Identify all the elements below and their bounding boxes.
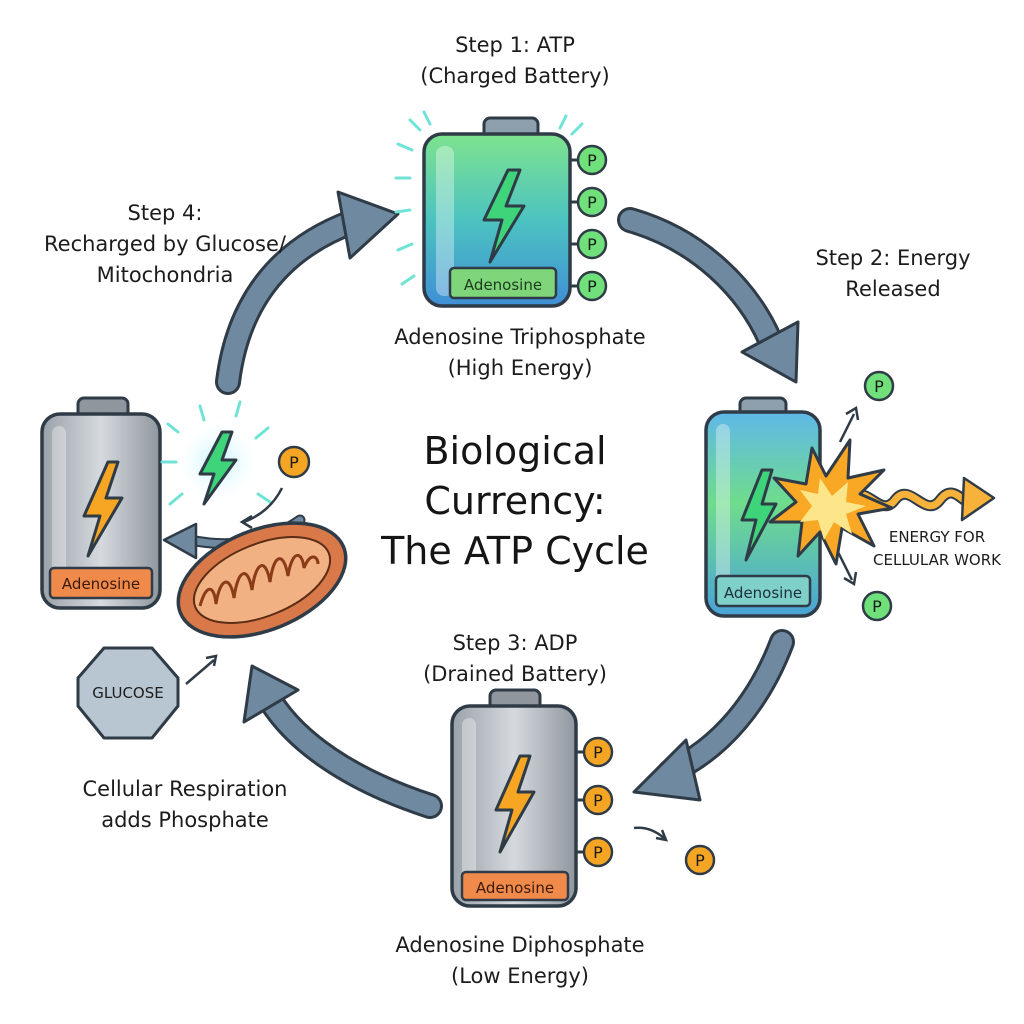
spark-glow [160, 400, 272, 506]
adp-battery: Adenosine P P P P [450, 688, 716, 908]
svg-text:P: P [872, 597, 882, 616]
recharging-battery: Adenosine [40, 396, 162, 610]
phosphate-icon [576, 270, 608, 302]
svg-text:P: P [593, 843, 603, 862]
phosphate-icon [684, 844, 716, 876]
lightning-icon [482, 168, 526, 264]
cycle-arrow-icon [215, 190, 400, 395]
lightning-icon [82, 460, 124, 558]
step2-heading: Step 2: Energy Released [815, 246, 971, 301]
mitochondria-icon [176, 521, 348, 639]
phosphate-icon [576, 228, 608, 260]
battery-label: Adenosine [464, 276, 542, 294]
battery-label: Adenosine [476, 879, 554, 897]
svg-text:P: P [587, 151, 597, 170]
lightning-icon [740, 468, 778, 562]
svg-text:GLUCOSE: GLUCOSE [92, 684, 164, 702]
phosphate-icon [863, 370, 895, 402]
diagram-title: Biological Currency: The ATP Cycle [381, 429, 649, 573]
battery-label: Adenosine [62, 575, 140, 593]
lightning-icon [198, 430, 238, 506]
energy-label: ENERGY FOR CELLULAR WORK [873, 528, 1001, 569]
svg-text:P: P [593, 743, 603, 762]
glow-rays [394, 110, 584, 286]
svg-text:P: P [587, 235, 597, 254]
step3-heading: Step 3: ADP (Drained Battery) [423, 631, 607, 686]
step3-caption: Adenosine Diphosphate (Low Energy) [395, 933, 645, 988]
phosphate-icon [576, 186, 608, 218]
lightning-icon [494, 754, 536, 854]
atp-battery: Adenosine P P P P [394, 110, 608, 308]
svg-text:P: P [593, 791, 603, 810]
svg-text:P: P [695, 851, 705, 870]
step1-heading: Step 1: ATP (Charged Battery) [420, 33, 610, 88]
respiration-caption: Cellular Respiration adds Phosphate [82, 777, 288, 832]
step4-heading: Step 4: Recharged by Glucose/ Mitochondr… [44, 201, 286, 287]
phosphate-icon [582, 836, 614, 868]
phosphate-chain: P P P [576, 736, 614, 868]
glucose-icon: GLUCOSE [76, 646, 218, 740]
step1-caption: Adenosine Triphosphate (High Energy) [394, 325, 646, 380]
cycle-arrow-icon [242, 664, 443, 819]
phosphate-icon [576, 144, 608, 176]
svg-text:P: P [289, 453, 299, 472]
battery-label: Adenosine [724, 584, 802, 602]
svg-text:P: P [874, 377, 884, 396]
svg-text:P: P [587, 277, 597, 296]
phosphate-icon [582, 784, 614, 816]
phosphate-icon [277, 445, 311, 479]
phosphate-chain: P P P P [570, 144, 608, 302]
cycle-arrow-icon [632, 629, 795, 802]
phosphate-icon [582, 736, 614, 768]
energy-release-battery: Adenosine P P [704, 370, 996, 622]
svg-text:P: P [587, 193, 597, 212]
phosphate-icon [861, 590, 893, 622]
cycle-arrow-icon [617, 207, 800, 384]
